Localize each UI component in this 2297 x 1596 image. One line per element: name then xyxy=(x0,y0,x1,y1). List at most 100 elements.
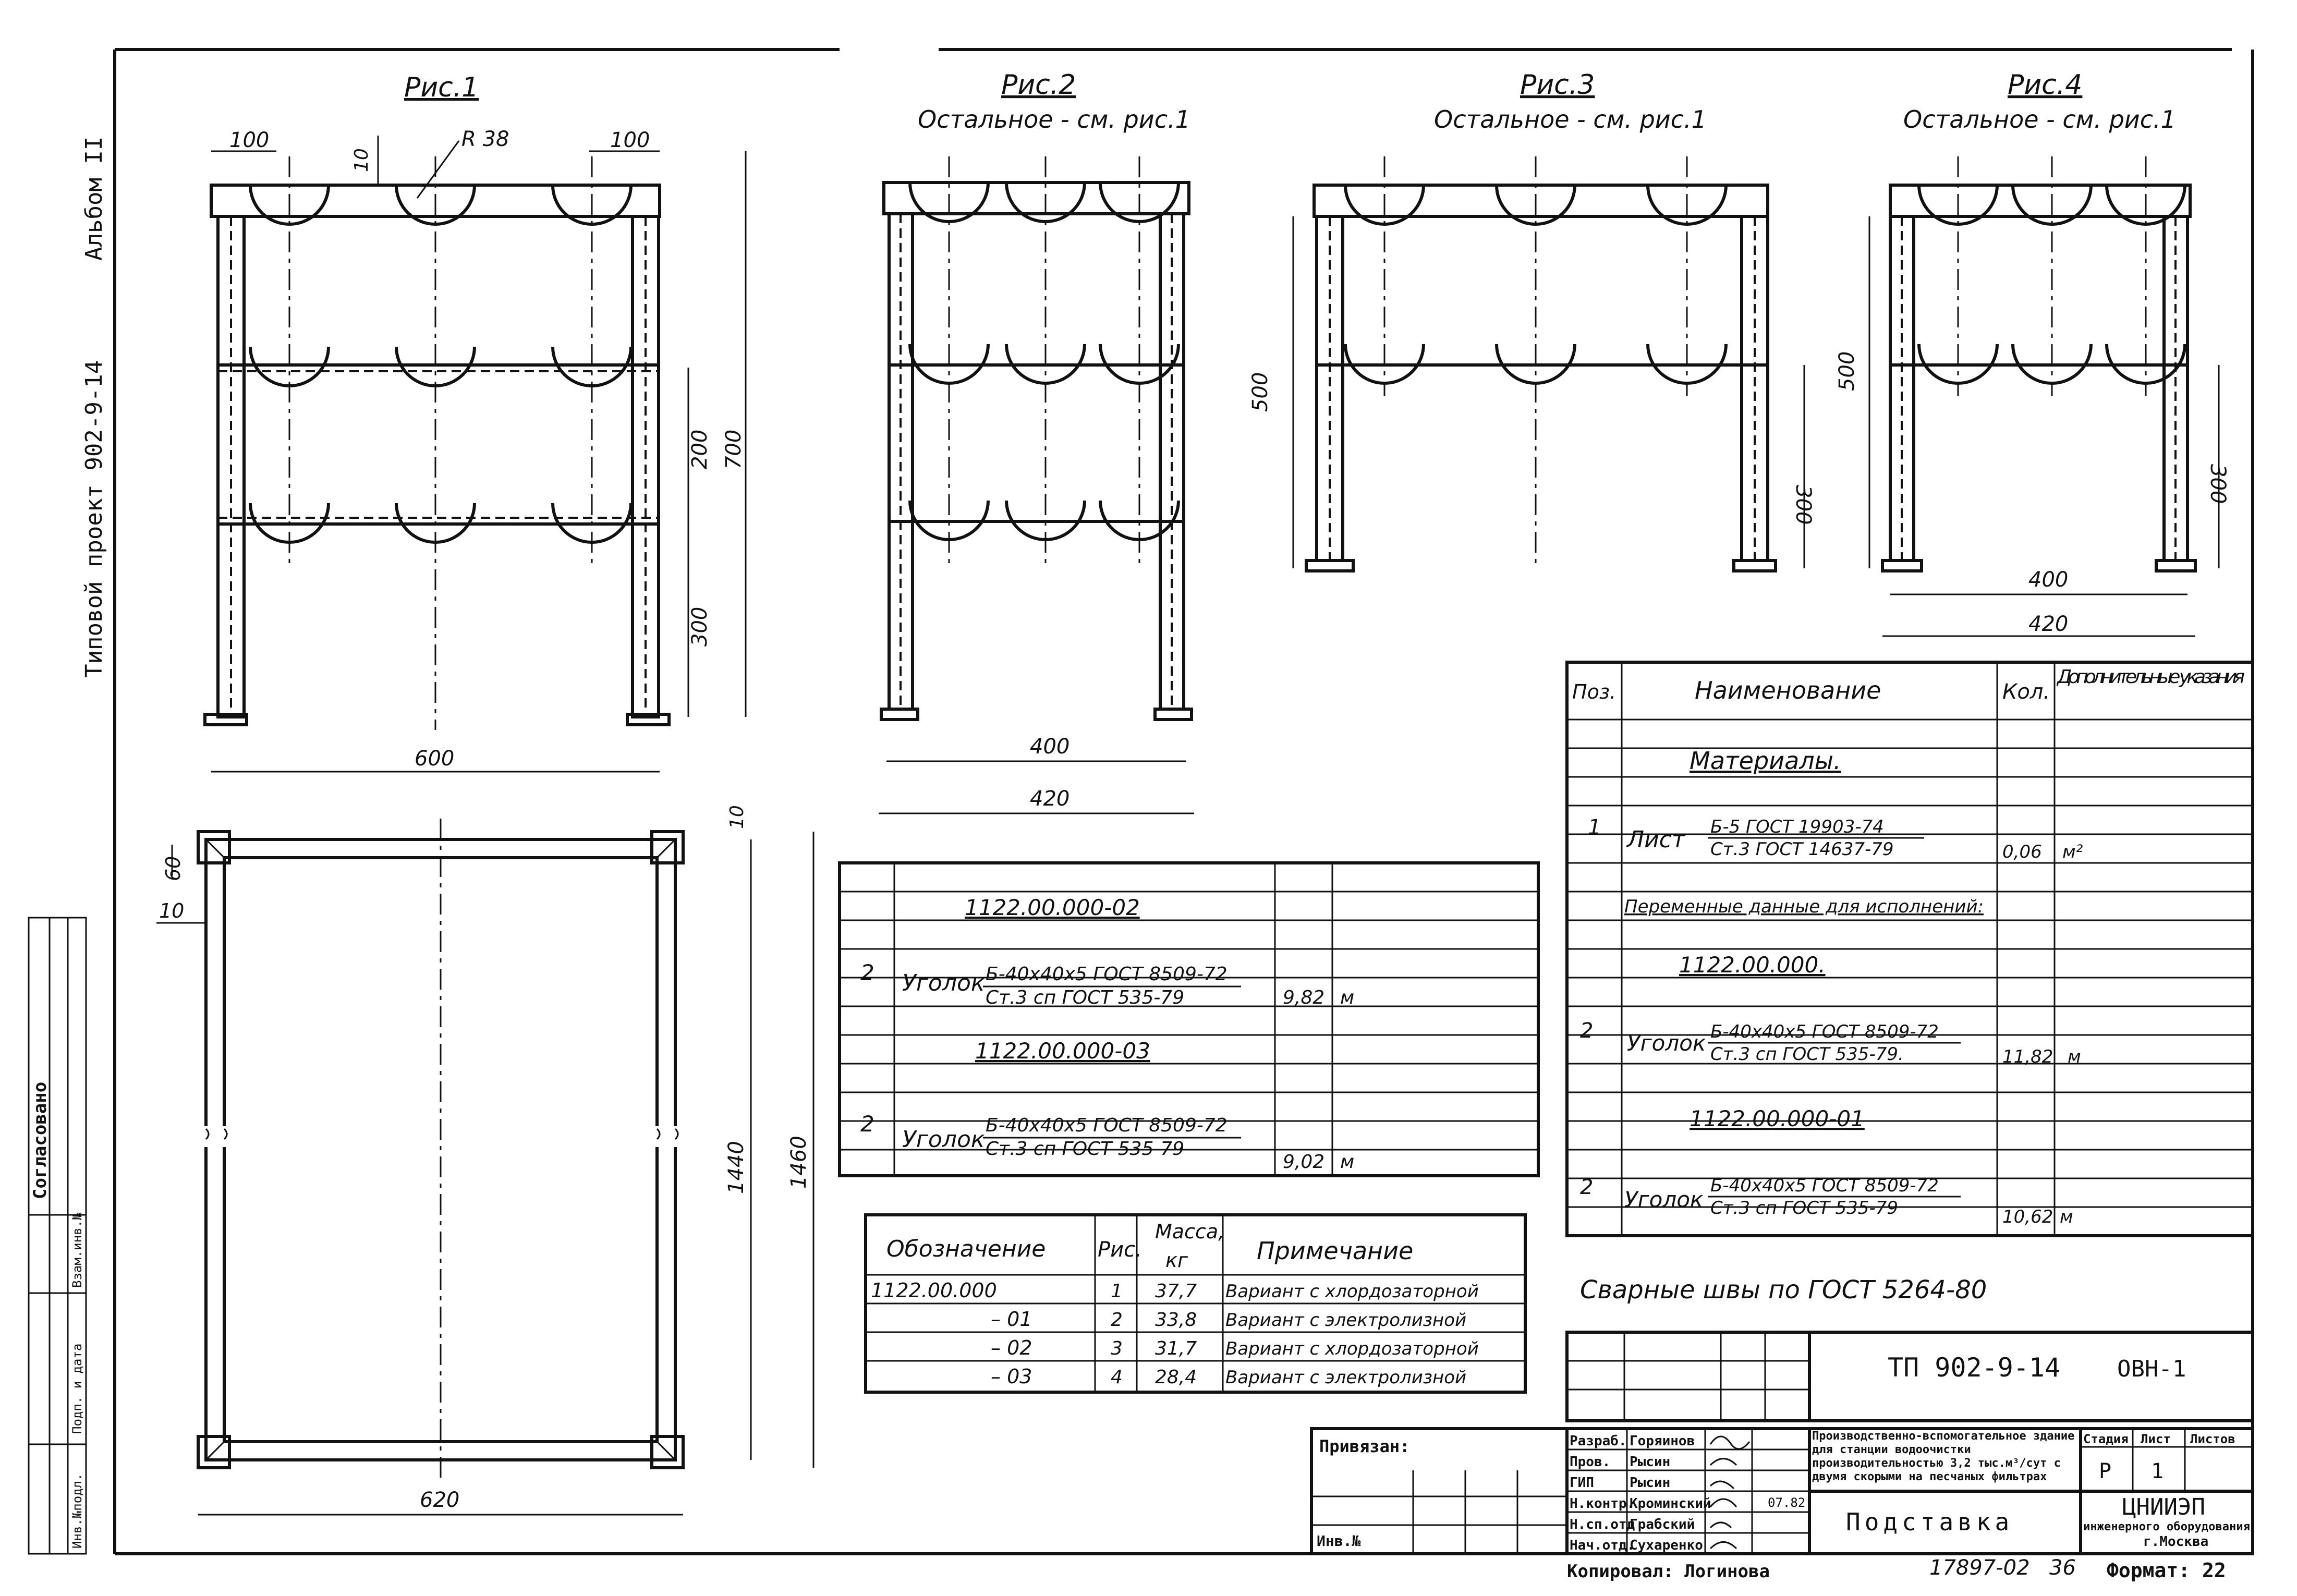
mt-row4-unit: м xyxy=(1340,1151,1354,1173)
figure-3: Рис.3 Остальное - см. рис.1 500 300 xyxy=(1248,69,1815,572)
tb-role-2: Пров. xyxy=(1570,1454,1610,1470)
mt-row4-qty: 9,02 xyxy=(1283,1151,1324,1173)
tb-code: ТП 902-9-14 xyxy=(1888,1353,2060,1383)
tb-role-1: Разраб. xyxy=(1570,1433,1627,1449)
vt-r4-mass: 28,4 xyxy=(1155,1367,1197,1388)
fig1-title: Рис.1 xyxy=(404,72,479,103)
fig2-subtitle: Остальное - см. рис.1 xyxy=(918,105,1190,133)
tb-name-1: Горяинов xyxy=(1630,1433,1695,1449)
spec-h-extra: Дополнительные указания xyxy=(2056,666,2245,688)
spec-g2-name: Уголок xyxy=(1624,1187,1704,1212)
tb-drawing-name: Подставка xyxy=(1846,1508,2013,1536)
vt-r4-fig: 4 xyxy=(1111,1367,1123,1388)
spec-g2-spec2: Ст.3 сп ГОСТ 535-79 xyxy=(1710,1198,1898,1219)
spec-g1-qty: 11,82 xyxy=(2002,1046,2053,1067)
spec-g1-spec2: Ст.3 сп ГОСТ 535-79. xyxy=(1710,1044,1904,1065)
tb-stage-h: Стадия xyxy=(2083,1432,2129,1446)
fig3-dim-300: 300 xyxy=(1791,485,1815,525)
spec-sheet-spec2: Ст.3 ГОСТ 14637-79 xyxy=(1710,839,1894,860)
vt-h-fig: Рис. xyxy=(1098,1238,1142,1262)
album-label: Альбом II xyxy=(81,137,107,261)
mt-row4-spec1: Б-40х40х5 ГОСТ 8509-72 xyxy=(986,1115,1228,1136)
tb-sheet: 1 xyxy=(2151,1459,2164,1483)
spec-g1-title: 1122.00.000. xyxy=(1679,952,1826,978)
vt-r2-fig: 2 xyxy=(1111,1309,1123,1331)
plan-dim-1440: 1440 xyxy=(724,1141,748,1194)
inv-orig-label: Инв.№подл. xyxy=(70,1473,84,1549)
vt-r1-fig: 1 xyxy=(1111,1281,1123,1302)
tb-name-4: Кроминский xyxy=(1630,1496,1711,1512)
tb-role-6: Нач.отд. xyxy=(1570,1538,1635,1553)
vt-r2-note: Вариант с электролизной xyxy=(1225,1310,1466,1331)
spec-g2-qty: 10,62 xyxy=(2002,1207,2053,1227)
vt-r3-mass: 31,7 xyxy=(1155,1338,1197,1359)
figure-4: Рис.4 Остальное - см. рис.1 500 300 400 … xyxy=(1835,69,2230,637)
spec-sheet-pos: 1 xyxy=(1588,815,1601,839)
fig1-saddles-top xyxy=(249,185,633,226)
tb-date: 07.82 xyxy=(1768,1495,1805,1510)
spec-table: Поз. Наименование Кол. Дополнительные ук… xyxy=(1565,661,2254,1237)
plan-dim-1460: 1460 xyxy=(787,1136,811,1189)
spec-g1-name: Уголок xyxy=(1627,1030,1706,1056)
vt-r3-designation: – 02 xyxy=(991,1336,1032,1359)
plan-view: 60 10 10 1440 1460 620 xyxy=(156,805,815,1516)
tb-inv: Инв.№ xyxy=(1317,1532,1360,1550)
fig2-title: Рис.2 xyxy=(1001,69,1076,101)
spec-g2-pos: 2 xyxy=(1580,1175,1593,1199)
tb-sheet-h: Лист xyxy=(2141,1432,2171,1446)
vt-r3-fig: 3 xyxy=(1111,1338,1123,1359)
mt-row1-name: 1122.00.000-02 xyxy=(965,895,1140,920)
tb-name-3: Рысин xyxy=(1630,1475,1670,1491)
vt-h-mass: Масса, xyxy=(1155,1220,1224,1243)
fig1-dim-r38: R 38 xyxy=(461,127,509,151)
tb-name-5: Грабский xyxy=(1630,1517,1695,1532)
middle-table: 1122.00.000-02 2 Уголок Б-40х40х5 ГОСТ 8… xyxy=(838,861,1540,1177)
tb-name-2: Рысин xyxy=(1630,1454,1670,1470)
fig4-dim-400: 400 xyxy=(2028,568,2068,592)
agreed-label: Согласовано xyxy=(30,1082,51,1199)
tb-role-5: Н.сп.отд xyxy=(1570,1517,1635,1532)
tb-description: Производственно-вспомогательное здание д… xyxy=(1812,1430,2075,1483)
fig3-dim-500: 500 xyxy=(1248,372,1272,412)
tb-format: Формат: 22 xyxy=(2107,1559,2226,1582)
fig1-dim-100b: 100 xyxy=(610,128,650,152)
spec-variable: Переменные данные для исполнений: xyxy=(1624,896,1984,917)
spec-g2-title: 1122.00.000-01 xyxy=(1690,1106,1865,1131)
spec-g2-unit: м xyxy=(2060,1207,2073,1227)
tb-page: 36 xyxy=(2049,1556,2076,1580)
spec-h-name: Наименование xyxy=(1695,676,1881,704)
fig3-title: Рис.3 xyxy=(1520,69,1595,101)
tb-role-3: ГИП xyxy=(1570,1475,1594,1491)
spec-g1-spec1: Б-40х40х5 ГОСТ 8509-72 xyxy=(1710,1021,1939,1042)
inv-no-label: Взам.инв.№ xyxy=(70,1212,84,1288)
mt-row2-name: Уголок xyxy=(902,970,985,996)
tb-signatures xyxy=(1709,1435,1751,1550)
mt-row4-pos: 2 xyxy=(860,1111,874,1137)
side-labels: Альбом II Типовой проект 902-9-14 Соглас… xyxy=(28,137,107,1555)
mt-row4-name: Уголок xyxy=(902,1126,985,1153)
figure-2: Рис.2 Остальное - см. рис.1 400 420 xyxy=(879,69,1194,814)
plan-dim-60: 60 xyxy=(162,856,185,881)
fig4-subtitle: Остальное - см. рис.1 xyxy=(1903,105,2176,133)
figure-1: Рис.1 100 100 10 R 38 xyxy=(203,72,747,773)
fig2-dim-420: 420 xyxy=(1030,787,1069,811)
vt-r1-mass: 37,7 xyxy=(1155,1281,1197,1302)
tb-copied: Копировал: Логинова xyxy=(1567,1561,1770,1582)
vt-r3-note: Вариант с хлордозаторной xyxy=(1225,1338,1479,1359)
mt-row4-spec2: Ст.3 сп ГОСТ 535-79 xyxy=(986,1138,1184,1160)
plan-dim-10b: 10 xyxy=(726,805,748,829)
fig4-dim-420: 420 xyxy=(2028,612,2068,636)
fig4-title: Рис.4 xyxy=(2008,69,2082,101)
tb-number: 17897-02 xyxy=(1929,1556,2030,1580)
fig2-dim-400: 400 xyxy=(1030,735,1069,759)
mt-row2-spec1: Б-40х40х5 ГОСТ 8509-72 xyxy=(986,964,1228,985)
fig1-dim-700: 700 xyxy=(722,430,746,469)
tb-city: г.Москва xyxy=(2143,1534,2208,1550)
tb-sheets-h: Листов xyxy=(2190,1432,2235,1446)
vt-h-mass-unit: кг xyxy=(1165,1249,1188,1272)
spec-g2-spec1: Б-40х40х5 ГОСТ 8509-72 xyxy=(1710,1175,1939,1196)
tb-role-4: Н.контр. xyxy=(1570,1496,1635,1512)
spec-materials: Материалы. xyxy=(1690,747,1841,775)
spec-g1-pos: 2 xyxy=(1580,1019,1593,1043)
mt-row2-unit: м xyxy=(1340,987,1354,1008)
